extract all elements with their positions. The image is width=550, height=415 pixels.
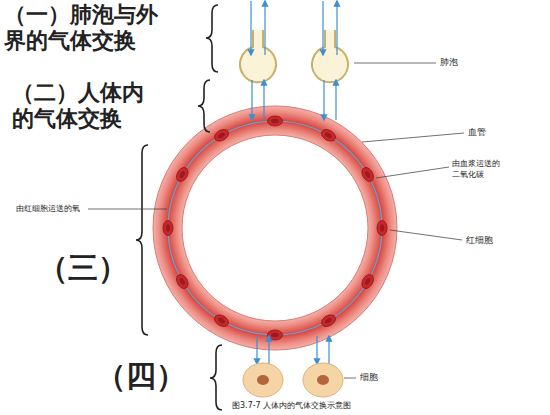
flow-arrow <box>256 336 257 364</box>
leader-line <box>344 378 356 379</box>
cell-center <box>364 277 372 286</box>
cell-center <box>271 119 279 123</box>
cell-nucleus <box>257 375 269 385</box>
cell-body <box>213 127 231 143</box>
stage-number: （四） <box>96 358 186 394</box>
cell-center <box>271 333 279 337</box>
alveolus <box>240 30 276 82</box>
cell-center <box>217 131 226 139</box>
red-blood-cell <box>377 221 387 236</box>
cell-body <box>360 273 376 291</box>
red-blood-cell <box>360 273 376 291</box>
flow-arrow <box>323 80 324 120</box>
cell-body <box>163 221 173 236</box>
flow-arrow <box>316 336 317 364</box>
leader-line <box>88 209 167 210</box>
oxygen-flow-line <box>168 121 382 335</box>
brace <box>210 345 222 410</box>
cell-nucleus <box>317 375 329 385</box>
leader-line <box>376 167 449 178</box>
brace <box>136 145 148 335</box>
part-label: 由红细胞运送的氧 <box>16 204 80 214</box>
cell-body <box>213 313 231 329</box>
cell-body <box>268 116 283 126</box>
tissue-cell <box>243 363 283 397</box>
leader-line <box>354 63 436 64</box>
cell-center <box>380 224 384 232</box>
flow-arrow <box>336 1 337 55</box>
part-label: 血管 <box>468 127 486 138</box>
flow-arrow <box>251 80 252 120</box>
cell-center <box>324 317 333 325</box>
flow-arrow <box>264 1 265 55</box>
figure-caption: 图3.7-7 人体内的气体交换示意图 <box>232 401 351 411</box>
alveolus <box>312 30 348 82</box>
brace <box>198 80 210 132</box>
cell-center <box>178 170 186 179</box>
part-label: 肺泡 <box>440 57 458 68</box>
red-blood-cell <box>213 313 231 329</box>
red-blood-cell <box>268 330 283 340</box>
cell-center <box>166 224 170 232</box>
cell-body <box>360 166 376 184</box>
part-label: 红细胞 <box>466 235 493 246</box>
stage-number: （三） <box>38 250 128 286</box>
red-blood-cell <box>213 127 231 143</box>
tissue-cells <box>243 363 343 397</box>
flow-arrow <box>328 336 329 364</box>
part-label: 由血浆运送的二氧化碳 <box>452 159 502 181</box>
cell-body <box>320 127 338 143</box>
brace <box>206 5 218 72</box>
leader-lines <box>88 63 464 378</box>
cell-body <box>377 221 387 236</box>
cell-body <box>174 273 190 291</box>
cell-body <box>174 166 190 184</box>
cell-body <box>268 330 283 340</box>
cell-center <box>364 170 372 179</box>
cell-center <box>178 277 186 286</box>
cell-center <box>217 317 226 325</box>
stage-heading: （一）肺泡与外界的气体交换 <box>4 2 162 55</box>
braces <box>136 5 222 410</box>
red-blood-cell <box>320 127 338 143</box>
flow-arrow <box>335 80 336 120</box>
red-blood-cell <box>320 313 338 329</box>
cell-body <box>320 313 338 329</box>
red-blood-cell <box>268 116 283 126</box>
red-blood-cell <box>174 273 190 291</box>
red-blood-cells <box>163 116 387 340</box>
blood-vessel-ring <box>153 106 397 350</box>
tissue-cell <box>303 363 343 397</box>
leader-line <box>390 230 462 240</box>
flow-arrow <box>263 80 264 120</box>
cell-center <box>324 131 333 139</box>
part-label: 细胞 <box>360 372 378 383</box>
stage-heading: （二）人体内的气体交换 <box>12 80 148 133</box>
red-blood-cell <box>163 221 173 236</box>
red-blood-cell <box>174 166 190 184</box>
flow-arrow <box>268 336 269 364</box>
gas-flow-arrows <box>251 1 337 364</box>
leader-line <box>362 133 464 142</box>
flow-arrow <box>322 1 323 55</box>
flow-arrow <box>250 1 251 55</box>
alveoli <box>240 30 348 82</box>
red-blood-cell <box>360 166 376 184</box>
